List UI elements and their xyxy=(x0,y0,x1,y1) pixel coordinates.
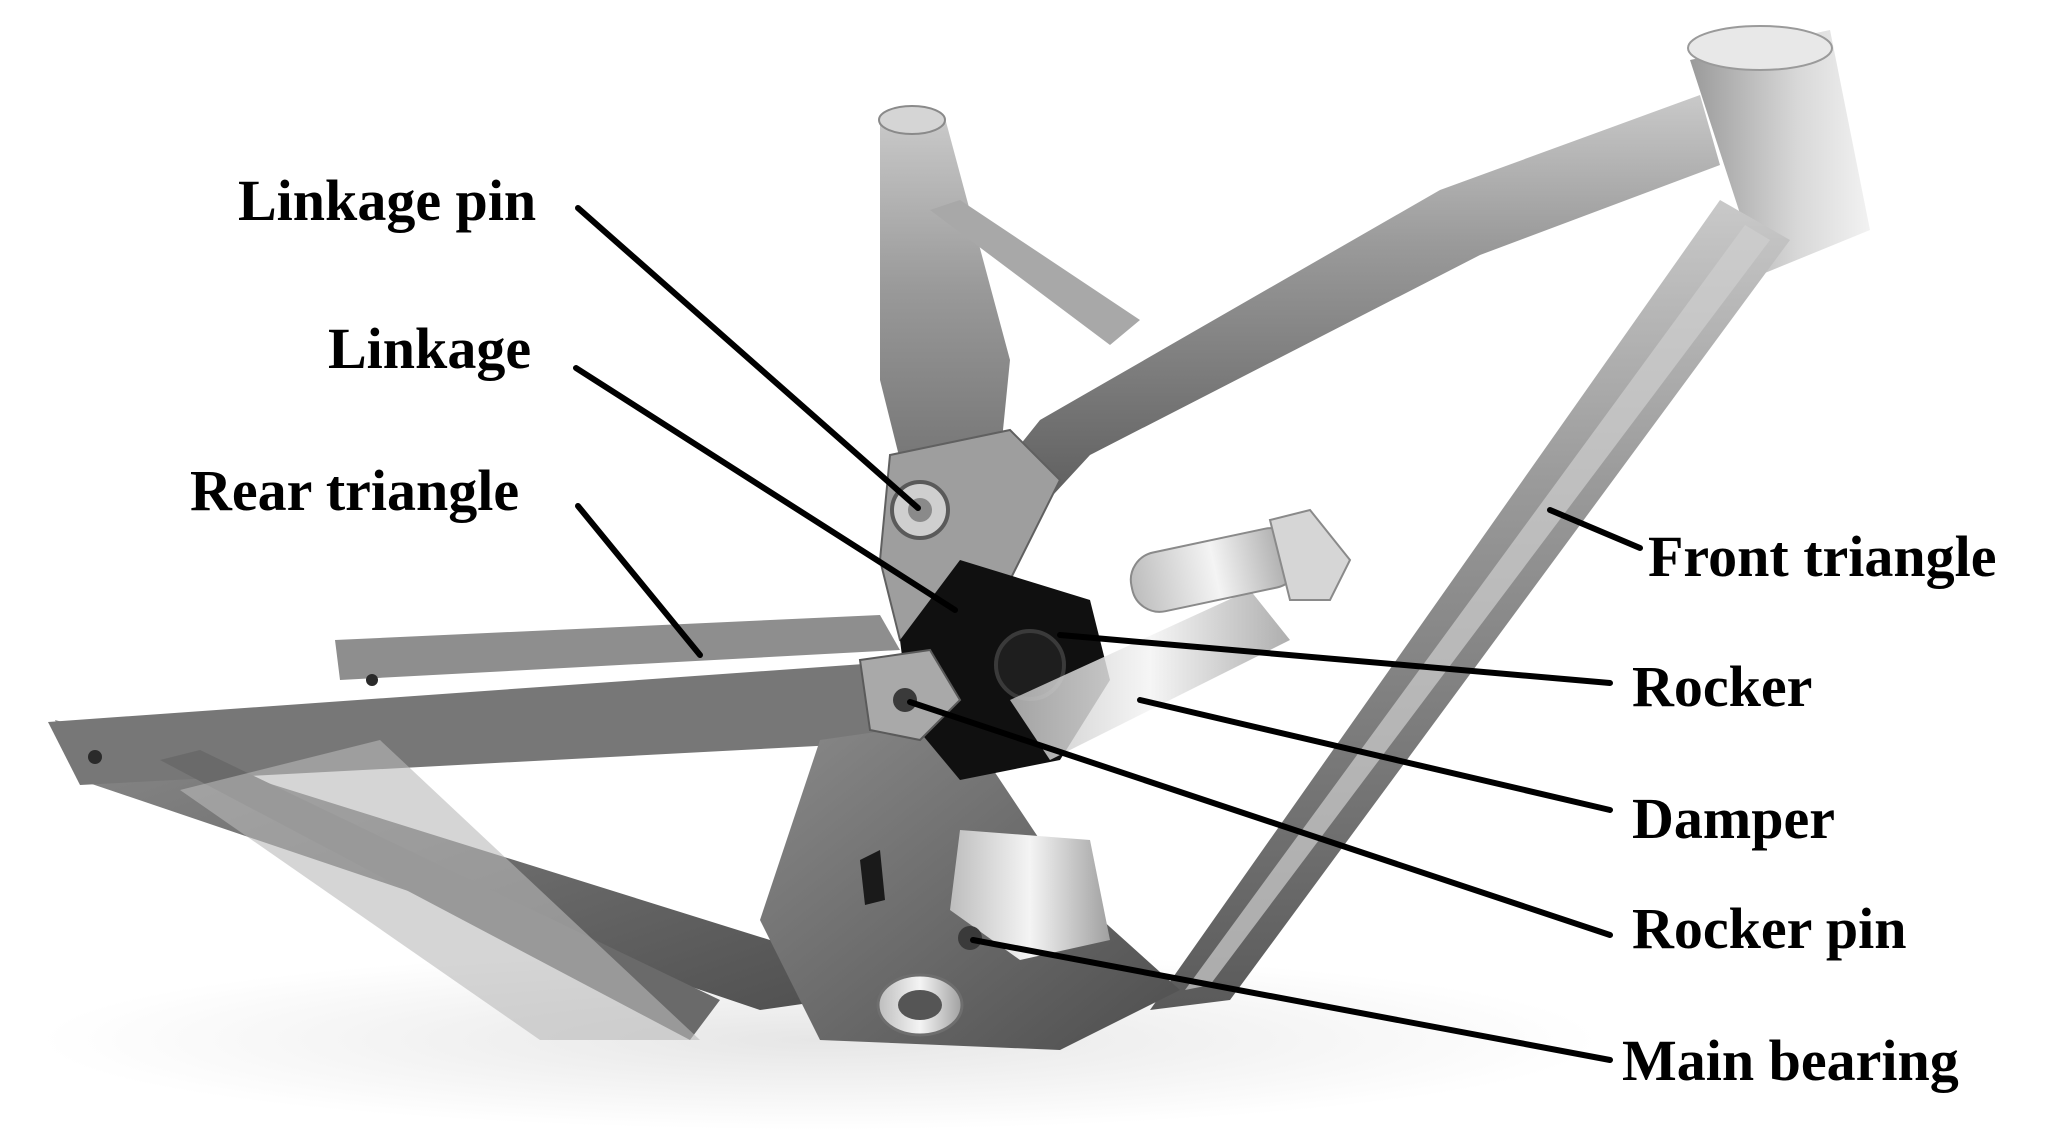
labels: Linkage pin Linkage Rear triangle Front … xyxy=(190,168,1996,1093)
rear-plate xyxy=(180,740,700,1040)
head-tube xyxy=(1690,30,1870,275)
leader-rear-triangle xyxy=(575,503,703,658)
label-front-triangle: Front triangle xyxy=(1648,524,1996,589)
seat-stay-right xyxy=(335,615,900,680)
seat-stay-left xyxy=(48,660,960,785)
leader-linkage-pin xyxy=(575,205,921,511)
leader-damper xyxy=(1137,697,1613,813)
label-rear-triangle: Rear triangle xyxy=(190,458,519,523)
top-tube xyxy=(1000,95,1720,520)
dropout-hole-right xyxy=(366,674,378,686)
leader-rocker-pin xyxy=(907,699,1613,938)
leader-lines xyxy=(573,205,1643,1063)
label-rocker: Rocker xyxy=(1632,654,1812,719)
rocker-pin-bolt xyxy=(893,688,917,712)
seat-stay-brace xyxy=(930,200,1140,345)
frame-illustration xyxy=(48,25,1870,1050)
dropout-hole-left xyxy=(88,750,102,764)
bottom-bracket-hole xyxy=(898,990,942,1020)
head-tube-top xyxy=(1687,25,1833,71)
leader-linkage xyxy=(573,365,958,613)
damper-clamp xyxy=(1268,508,1352,601)
leader-rocker xyxy=(1057,632,1613,686)
seat-tube-top xyxy=(878,105,946,135)
label-linkage: Linkage xyxy=(328,316,531,381)
label-linkage-pin: Linkage pin xyxy=(238,168,536,233)
label-rocker-pin: Rocker pin xyxy=(1632,896,1906,961)
lower-mount xyxy=(950,830,1110,960)
down-tube-highlight xyxy=(1185,225,1770,990)
label-damper: Damper xyxy=(1632,786,1835,851)
leader-front-triangle xyxy=(1547,507,1643,551)
damper-body xyxy=(1010,590,1290,760)
leader-main-bearing xyxy=(970,937,1613,1063)
main-pivot-bolt xyxy=(958,926,982,950)
frame-cutout xyxy=(860,850,885,905)
label-main-bearing: Main bearing xyxy=(1622,1028,1959,1093)
